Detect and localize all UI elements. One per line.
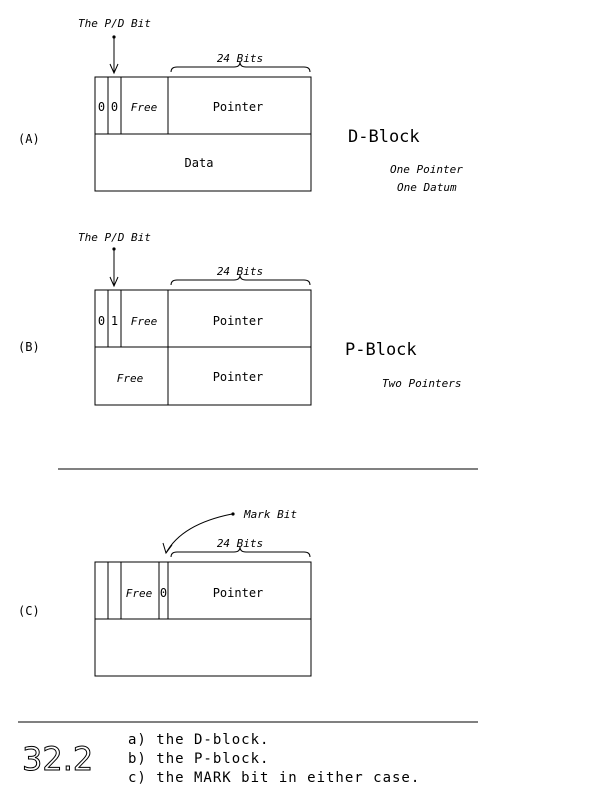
p-block-free-top-label: Free — [131, 315, 158, 328]
d-block-bit-2: 0 — [111, 100, 118, 114]
p-block-bit-2: 1 — [111, 314, 118, 328]
d-block-desc-1: One Pointer — [390, 163, 463, 176]
mark-bit-dot — [231, 512, 235, 516]
p-block-desc-1: Two Pointers — [382, 377, 461, 390]
mark-block-free-label: Free — [126, 587, 153, 600]
p-block-free-bottom-label: Free — [117, 372, 144, 385]
mark-bit-arrow-head — [162, 542, 173, 555]
d-block-name: D-Block — [348, 127, 420, 147]
mark-bit-arrow-shaft — [165, 513, 233, 554]
mark-block-24bits-label: 24 Bits — [217, 537, 263, 550]
caption-line-a: a) the D-block. — [128, 732, 269, 748]
d-block-data-label: Data — [185, 156, 214, 170]
p-block-pointer-top-label: Pointer — [213, 314, 264, 328]
p-block-name: P-Block — [345, 340, 417, 360]
p-block-24bits-label: 24 Bits — [217, 265, 263, 278]
d-block-bit-1: 0 — [98, 100, 105, 114]
panel-c-label: (C) — [18, 604, 40, 618]
p-block-bit-1: 0 — [98, 314, 105, 328]
d-block-desc-2: One Datum — [397, 181, 457, 194]
d-block-free-label: Free — [131, 101, 158, 114]
d-block-24bits-label: 24 Bits — [217, 52, 263, 65]
d-block-pointer-label: Pointer — [213, 100, 264, 114]
d-block-pd-bit-label: The P/D Bit — [78, 17, 151, 30]
panel-a-label: (A) — [18, 132, 40, 146]
panel-b-label: (B) — [18, 340, 40, 354]
d-block-24bit-brace — [170, 61, 311, 73]
caption-line-c: c) the MARK bit in either case. — [128, 770, 420, 786]
figure-number: 32.2 — [22, 740, 93, 778]
p-block-24bit-brace — [170, 274, 311, 286]
p-block-pd-dot — [112, 247, 116, 251]
mark-block-bit: 0 — [160, 586, 167, 600]
mark-bit-label: Mark Bit — [243, 508, 297, 521]
mark-block-pointer-label: Pointer — [213, 586, 264, 600]
p-block-pd-bit-label: The P/D Bit — [78, 231, 151, 244]
p-block-pd-arrow-head — [109, 276, 119, 288]
caption-line-b: b) the P-block. — [128, 751, 269, 767]
p-block-pointer-bottom-label: Pointer — [213, 370, 264, 384]
d-block-pd-dot — [112, 35, 116, 39]
d-block-pd-arrow-head — [109, 63, 119, 75]
mark-block-24bit-brace — [170, 546, 311, 558]
